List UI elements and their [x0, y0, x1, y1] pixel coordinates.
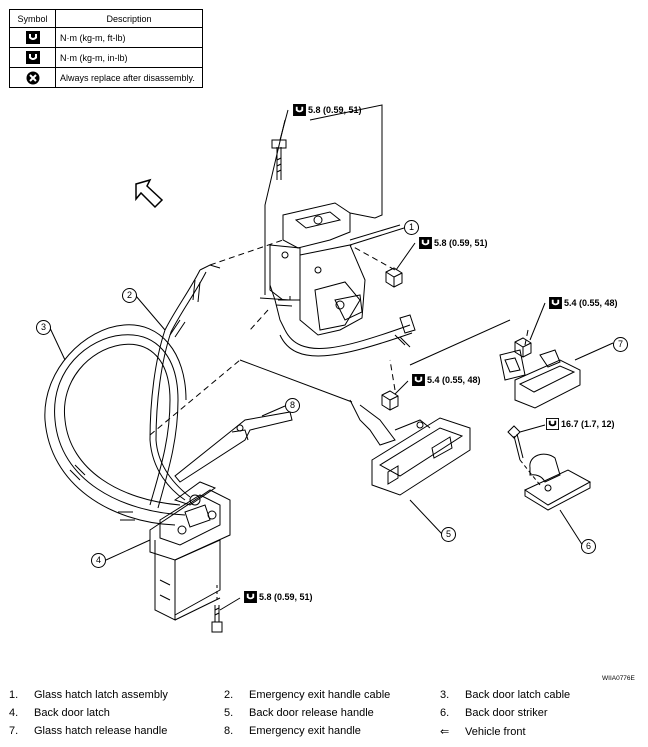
parts-list-item: 8. Emergency exit handle — [224, 725, 361, 737]
parts-list-item: 2. Emergency exit handle cable — [224, 689, 390, 701]
torque-value: 5.8 (0.59, 51) — [434, 238, 488, 248]
part-number: 4. — [9, 707, 19, 719]
torque-small-icon — [25, 51, 40, 64]
bolt-top — [271, 139, 287, 180]
torque-value: 5.4 (0.55, 48) — [564, 298, 618, 308]
nut-1 — [385, 267, 403, 288]
part-number: 5. — [224, 707, 234, 719]
part-number: 8. — [224, 725, 234, 737]
torque-icon — [25, 31, 40, 44]
back-door-latch-cable — [44, 324, 187, 526]
part-name: Glass hatch release handle — [34, 725, 168, 737]
torque-icon — [244, 591, 257, 603]
glass-hatch-latch-assembly — [259, 104, 401, 336]
torque-spec: 16.7 (1.7, 12) — [546, 418, 615, 430]
bolt-bottom — [211, 585, 223, 633]
glass-hatch-release-handle — [409, 319, 581, 409]
torque-spec: 5.8 (0.59, 51) — [244, 591, 313, 603]
torque-spec: 5.4 (0.55, 48) — [549, 297, 618, 309]
legend-description: Always replace after disassembly. — [55, 67, 203, 88]
callout-5: 5 — [441, 527, 456, 542]
parts-list-item: 6. Back door striker — [440, 707, 548, 719]
part-name: Back door latch cable — [465, 689, 571, 701]
part-number: 2. — [224, 689, 234, 701]
vehicle-front-arrow-icon: ⇐ — [440, 726, 450, 738]
vehicle-front-arrow — [135, 178, 164, 209]
part-name: Back door striker — [465, 707, 548, 719]
emergency-exit-handle — [174, 411, 293, 483]
torque-spec: 5.4 (0.55, 48) — [412, 374, 481, 386]
legend-header-symbol: Symbol — [9, 9, 56, 28]
part-name: Back door latch — [34, 707, 110, 719]
legend-symbol-cell — [9, 67, 56, 88]
parts-list-item: 4. Back door latch — [9, 707, 110, 719]
part-number: 7. — [9, 725, 19, 737]
part-name: Emergency exit handle — [249, 725, 361, 737]
torque-value: 5.8 (0.59, 51) — [308, 105, 362, 115]
legend-description: N·m (kg-m, in-lb) — [55, 47, 203, 68]
torque-value: 5.4 (0.55, 48) — [427, 375, 481, 385]
leader-lines — [49, 109, 614, 611]
back-door-release-handle — [239, 359, 471, 496]
legend-symbol-cell — [9, 47, 56, 68]
parts-list-item: 7. Glass hatch release handle — [9, 725, 167, 737]
bolt-striker — [507, 425, 541, 486]
callout-6: 6 — [581, 539, 596, 554]
callout-3: 3 — [36, 320, 51, 335]
part-number: 6. — [440, 707, 450, 719]
part-name: Emergency exit handle cable — [249, 689, 391, 701]
part-name: Vehicle front — [465, 726, 526, 738]
nut-2 — [381, 390, 399, 411]
torque-value: 5.8 (0.59, 51) — [259, 592, 313, 602]
callout-1: 1 — [404, 220, 419, 235]
symbol-legend: Symbol Description N·m (kg-m, ft-lb) N·m… — [9, 9, 203, 88]
callout-8: 8 — [285, 398, 300, 413]
figure-id: WIIA0776E — [602, 675, 635, 682]
back-door-latch — [149, 481, 231, 621]
torque-icon — [293, 104, 306, 116]
torque-icon — [549, 297, 562, 309]
alignment-lines — [149, 239, 529, 436]
parts-list-item: 1. Glass hatch latch assembly — [9, 689, 168, 701]
callout-7: 7 — [613, 337, 628, 352]
torque-icon — [419, 237, 432, 249]
nut-3 — [514, 337, 532, 358]
part-number: 3. — [440, 689, 450, 701]
replace-icon — [26, 71, 39, 84]
torque-value: 16.7 (1.7, 12) — [561, 419, 615, 429]
parts-list-item: 5. Back door release handle — [224, 707, 374, 719]
legend-header-description: Description — [55, 9, 203, 28]
part-name: Back door release handle — [249, 707, 374, 719]
torque-spec: 5.8 (0.59, 51) — [419, 237, 488, 249]
part-number: 1. — [9, 689, 19, 701]
torque-spec: 5.8 (0.59, 51) — [293, 104, 362, 116]
callout-4: 4 — [91, 553, 106, 568]
parts-list-item: ⇐ Vehicle front — [440, 725, 526, 738]
torque-icon — [412, 374, 425, 386]
legend-symbol-cell — [9, 27, 56, 48]
back-door-striker — [523, 453, 592, 511]
glass-hatch-cable — [269, 284, 416, 357]
callout-2: 2 — [122, 288, 137, 303]
legend-description: N·m (kg-m, ft-lb) — [55, 27, 203, 48]
part-name: Glass hatch latch assembly — [34, 689, 168, 701]
torque-icon — [546, 418, 559, 430]
parts-list-item: 3. Back door latch cable — [440, 689, 570, 701]
